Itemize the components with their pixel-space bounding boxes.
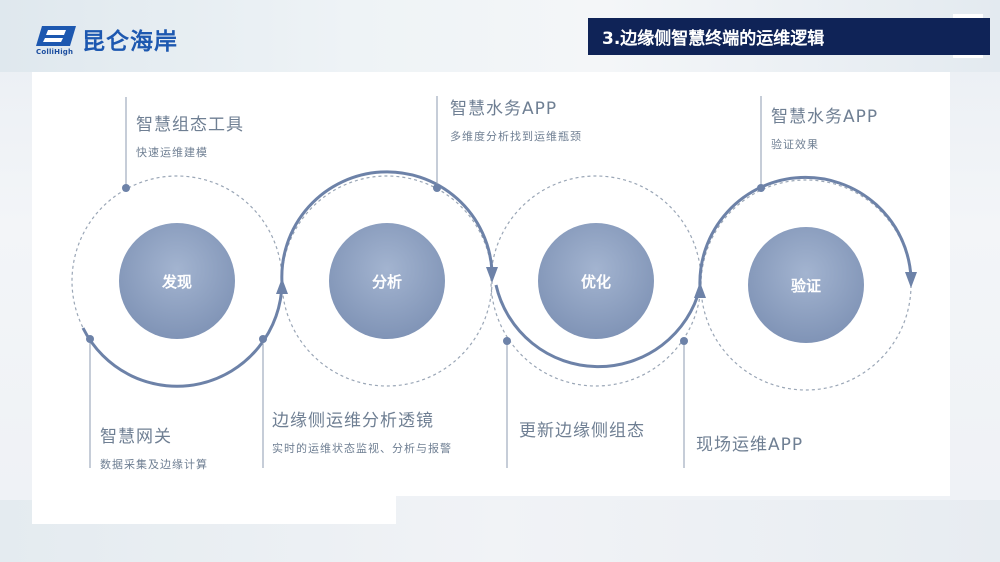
anchor-dot-bottom-2 [259,335,267,343]
annotation-bottom-4-title: 现场运维APP [696,435,804,455]
arrowhead-up-1 [276,278,288,294]
annotation-top-1-title: 智慧组态工具 [136,115,244,135]
anchor-dot-bottom-1 [86,335,94,343]
anchor-dot-bottom-4 [680,337,688,345]
annotation-bottom-2: 边缘侧运维分析透镜 实时的运维状态监视、分析与报警 [272,406,452,456]
stage-circle-verify [748,227,864,343]
stage-circle-discover [119,223,235,339]
annotation-top-3-desc: 验证效果 [771,138,819,151]
annotation-top-1: 智慧组态工具 快速运维建模 [136,110,244,160]
section-title: 3.边缘侧智慧终端的运维逻辑 [602,29,825,49]
annotation-bottom-1-desc: 数据采集及边缘计算 [100,458,208,471]
annotation-top-2-desc: 多维度分析找到运维瓶颈 [450,130,582,143]
arc-optimize [494,284,702,369]
arrowhead-down-1 [486,267,498,283]
annotation-top-2-title: 智慧水务APP [450,99,558,119]
annotation-top-3-title: 智慧水务APP [771,107,879,127]
anchor-dot-top-3 [757,184,765,192]
logo-mark-icon: ColliHigh [36,24,78,56]
annotation-bottom-3: 更新边缘侧组态 [519,416,645,451]
stage-label-analyze: 分析 [372,273,402,291]
annotation-bottom-2-title: 边缘侧运维分析透镜 [272,411,434,431]
stage-circle-analyze [329,223,445,339]
annotation-bottom-1-title: 智慧网关 [100,427,172,447]
company-logo: ColliHigh 昆仑海岸 [36,22,178,56]
stage-label-optimize: 优化 [581,273,611,291]
anchor-dot-top-1 [122,184,130,192]
arc-analyze [280,170,494,284]
arrowhead-up-2 [694,282,706,298]
section-title-bar: 3.边缘侧智慧终端的运维逻辑 [588,18,990,55]
logo-text: 昆仑海岸 [82,29,178,55]
annotation-bottom-4: 现场运维APP [696,430,803,465]
arrowhead-down-2 [905,272,917,288]
annotation-bottom-2-desc: 实时的运维状态监视、分析与报警 [272,442,452,455]
stage-label-discover: 发现 [161,273,192,291]
logo-subtext: ColliHigh [36,48,74,56]
annotation-bottom-1: 智慧网关 数据采集及边缘计算 [100,422,208,472]
anchor-dot-bottom-3 [503,337,511,345]
annotation-top-2: 智慧水务APP 多维度分析找到运维瓶颈 [450,94,584,144]
annotation-top-1-desc: 快速运维建模 [136,146,208,159]
anchor-dot-top-2 [433,184,441,192]
arc-discover [81,282,284,388]
arc-verify [698,175,913,289]
stage-label-verify: 验证 [791,277,821,295]
content-panel-tail [32,494,396,524]
annotation-top-3: 智慧水务APP 验证效果 [771,102,878,152]
annotation-bottom-3-title: 更新边缘侧组态 [519,421,645,441]
stage-circle-optimize [538,223,654,339]
